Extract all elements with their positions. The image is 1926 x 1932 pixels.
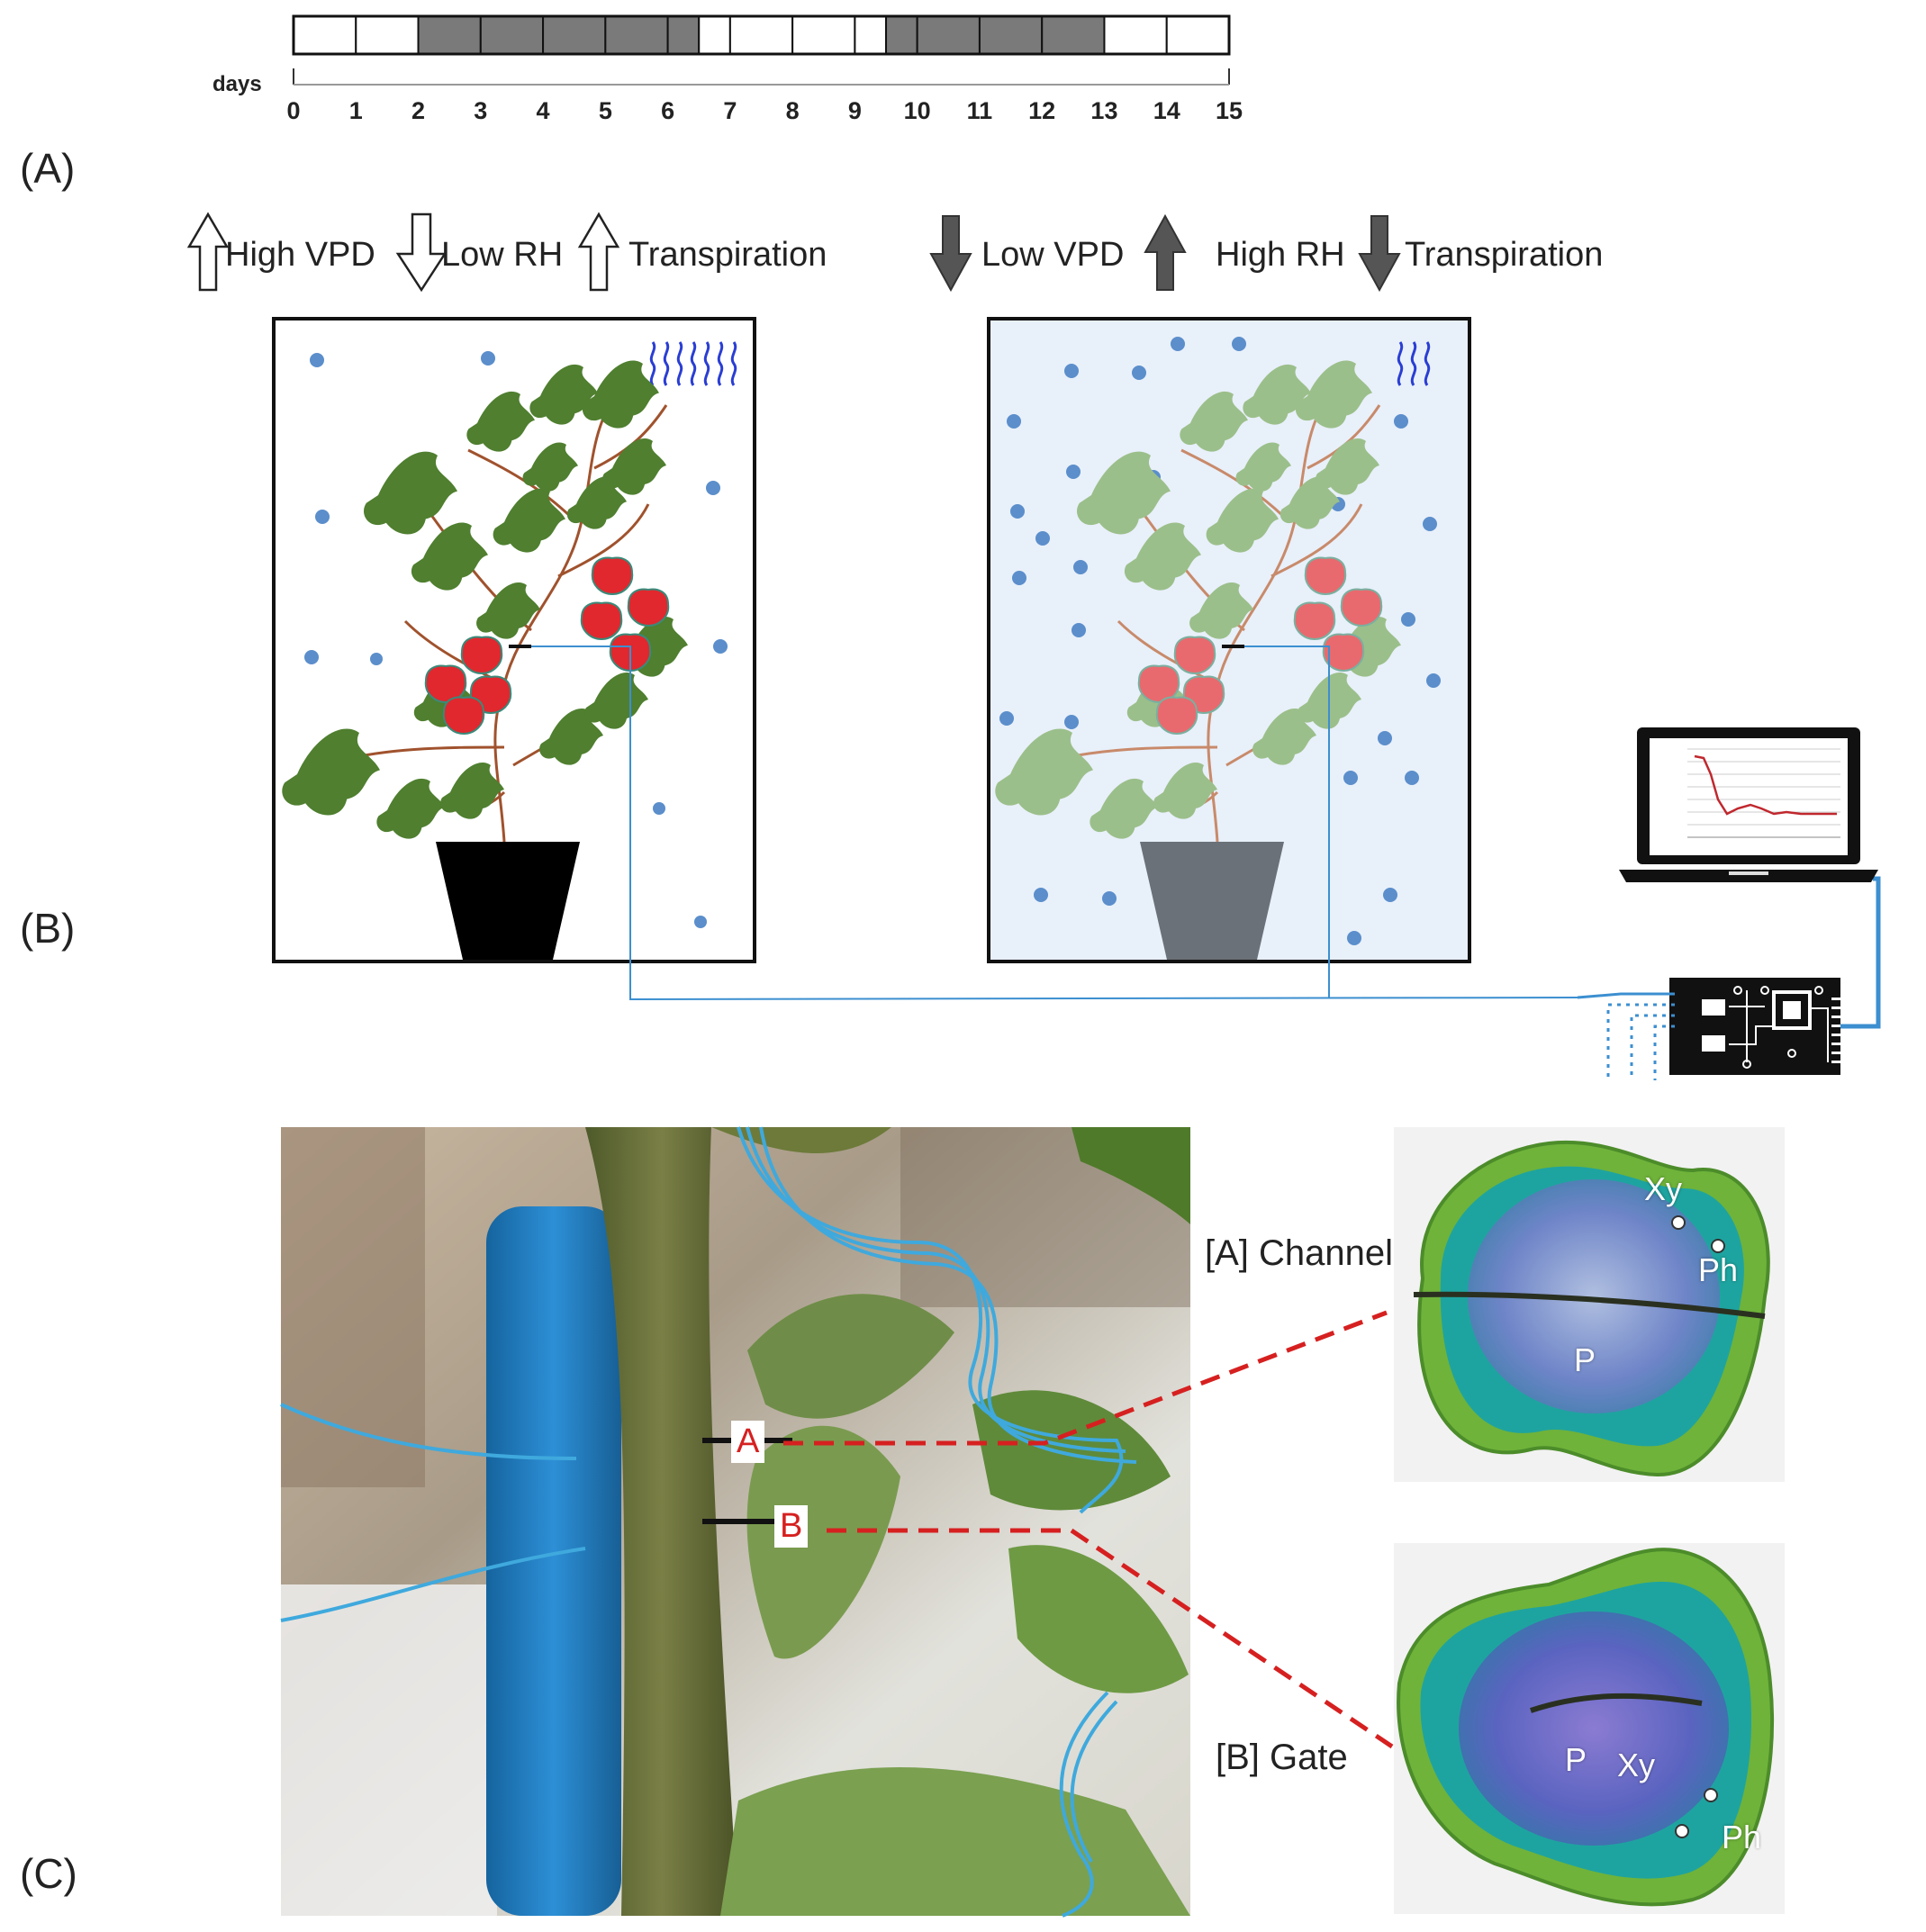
droplets-left [304, 351, 728, 928]
section-a-caption: [A] Channel [1205, 1233, 1394, 1273]
wire-left [531, 646, 1578, 1001]
timeline-segment-low-vpd [1041, 15, 1106, 55]
marker-b: B [774, 1505, 809, 1548]
condition-low-rh: Low RH [441, 236, 564, 274]
arrow-up-outline-icon [577, 212, 620, 292]
arrow-down-outline-icon [395, 212, 448, 293]
panel-label-a: (A) [20, 145, 76, 192]
tissue-label-pith-a: P [1574, 1341, 1596, 1378]
timeline-tick-label: 8 [785, 97, 800, 124]
arrow-up-filled-icon [1144, 213, 1187, 291]
timeline-bar [292, 14, 1231, 86]
arrow-down-filled-icon [929, 215, 972, 293]
arrow-down-filled-icon [1358, 215, 1401, 293]
timeline-tick-label: 10 [903, 97, 931, 124]
timeline-tick-label: 3 [474, 97, 488, 124]
timeline-segment-high-vpd [1103, 15, 1168, 55]
plant-high-vpd [282, 360, 688, 960]
timeline-frame [292, 14, 1231, 56]
tissue-label-xylem-b: Xy [1617, 1747, 1656, 1783]
timeline-tick-label: 11 [966, 97, 993, 124]
circuit-board-icon [1669, 978, 1840, 1075]
panel-label-c: (C) [20, 1850, 77, 1897]
timeline-tick-label: 12 [1028, 97, 1056, 124]
timeline-segment-low-vpd [916, 15, 981, 55]
timeline-tick-label: 13 [1090, 97, 1118, 124]
timeline-tick-label: 9 [847, 97, 862, 124]
timeline-segment-high-vpd [1165, 15, 1230, 55]
condition-transpiration-down: Transpiration [1405, 236, 1604, 274]
timeline-axis-label: days [212, 72, 262, 96]
timeline-tick-label: 0 [286, 97, 301, 124]
timeline-segments [293, 15, 1230, 55]
marker-a: A [731, 1421, 765, 1463]
timeline-tick-label: 5 [598, 97, 612, 124]
sensor-leads [1577, 992, 1675, 1080]
connector-lines [783, 1310, 1394, 1749]
pot-low-vpd [1140, 842, 1284, 960]
tissue-label-phloem-a: Ph [1698, 1251, 1739, 1288]
timeline-tick-label: 15 [1215, 97, 1243, 124]
usb-cable [1840, 876, 1881, 1029]
timeline-tick-label: 4 [536, 97, 550, 124]
timeline-tick-label: 1 [348, 97, 363, 124]
condition-transpiration-up: Transpiration [628, 236, 827, 274]
condition-low-vpd: Low VPD [981, 236, 1125, 274]
panel-label-b: (B) [20, 905, 76, 952]
pot-high-vpd [436, 842, 580, 960]
timeline-segment-low-vpd [885, 15, 918, 55]
section-b-caption: [B] Gate [1216, 1738, 1348, 1777]
condition-high-rh: High RH [1216, 236, 1345, 274]
tissue-label-phloem-b: Ph [1722, 1819, 1762, 1855]
timeline-tick-label: 2 [411, 97, 426, 124]
wire-right [1244, 646, 1330, 998]
timeline-tick-label: 14 [1153, 97, 1180, 124]
droplets-right [999, 337, 1441, 945]
timeline-tick-label: 6 [661, 97, 675, 124]
tissue-label-pith-b: P [1565, 1741, 1587, 1778]
timeline-tick-label: 7 [723, 97, 737, 124]
timeline-segment-low-vpd [417, 15, 482, 55]
laptop-icon [1619, 727, 1878, 882]
arrow-up-outline-icon [186, 212, 230, 292]
tissue-label-xylem-a: Xy [1644, 1170, 1683, 1207]
plant-low-vpd [995, 360, 1401, 960]
timeline-segment-high-vpd [293, 15, 357, 55]
condition-high-vpd: High VPD [225, 236, 375, 274]
